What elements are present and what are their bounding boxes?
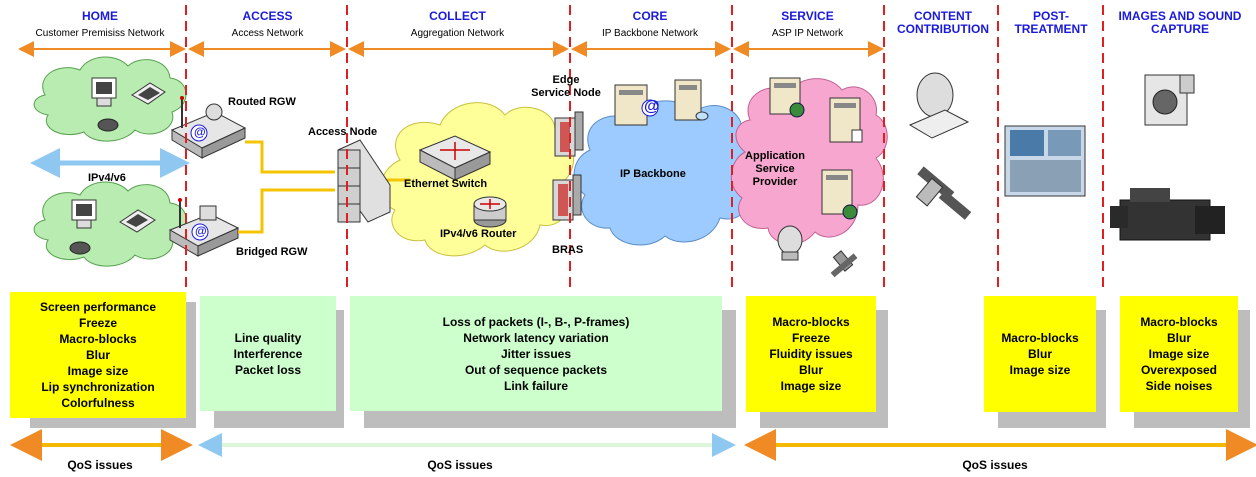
- segment-subtitle-collect: Aggregation Network: [410, 28, 505, 39]
- issue-list-access: Line quality Interference Packet loss: [234, 330, 303, 378]
- qos-label-network: QoS issues: [427, 458, 493, 472]
- label-routed-rgw: Routed RGW: [228, 96, 296, 108]
- issue-item: Macro-blocks: [1140, 315, 1218, 329]
- home-devices-top: [91, 77, 166, 132]
- issue-item: Out of sequence packets: [464, 362, 608, 377]
- issue-box-home: Screen performance Freeze Macro-blocks B…: [10, 292, 186, 418]
- issue-list-home: Screen performance Freeze Macro-blocks B…: [40, 299, 156, 411]
- ipv4v6-router-device: [473, 196, 507, 228]
- issue-item: Image size: [780, 379, 842, 393]
- issue-item: Image size: [67, 364, 129, 378]
- at-sign-core: @: [644, 98, 660, 115]
- issue-item: Packet loss: [234, 362, 302, 377]
- issue-box-capture: Macro-blocks Blur Image size Overexposed…: [1120, 296, 1238, 412]
- issue-item: Macro-blocks: [772, 315, 850, 329]
- service-satellite: [830, 250, 858, 278]
- issue-item: Freeze: [78, 316, 118, 330]
- issue-item: Link failure: [503, 378, 568, 393]
- core-server-2: [674, 79, 709, 121]
- issue-item: Jitter issues: [500, 346, 572, 361]
- label-ip-backbone: IP Backbone: [620, 168, 686, 180]
- issue-box-collect: Loss of packets (I-, B-, P-frames) Netwo…: [350, 296, 722, 411]
- label-application-service-provider: Application Service Provider: [745, 150, 805, 188]
- issue-box-service: Macro-blocks Freeze Fluidity issues Blur…: [746, 296, 876, 412]
- issue-item: Freeze: [791, 331, 830, 345]
- edge-service-node-device: [554, 111, 584, 157]
- issue-item: Interference: [233, 346, 303, 361]
- segment-title-collect: COLLECT: [429, 9, 486, 23]
- label-bras: BRAS: [552, 244, 584, 256]
- issue-item: Overexposed: [1140, 363, 1218, 377]
- issue-item: Blur: [1027, 347, 1052, 361]
- link-routed-to-access: [245, 140, 335, 174]
- issue-item: Colorfulness: [61, 396, 135, 410]
- segment-subtitle-core: IP Backbone Network: [602, 28, 698, 39]
- label-ipv4v6: IPv4/v6: [88, 172, 126, 184]
- core-server-1: [614, 84, 659, 126]
- segment-title-access: ACCESS: [242, 9, 293, 23]
- segment-subtitle-service: ASP IP Network: [771, 28, 844, 39]
- label-edge-service-node: Edge Service Node: [531, 74, 601, 99]
- contribution-satellite-icon: [915, 166, 972, 220]
- issue-list-service: Macro-blocks Freeze Fluidity issues Blur…: [769, 314, 852, 394]
- issue-list-post: Macro-blocks Blur Image size: [1001, 330, 1078, 378]
- segment-subtitle-home: Customer Premisiss Network: [35, 28, 165, 39]
- label-ipv4v6-router: IPv4/v6 Router: [440, 228, 517, 240]
- issue-item: Macro-blocks: [1001, 331, 1079, 345]
- issue-item: Blur: [798, 363, 823, 377]
- issue-item: Lip synchronization: [41, 380, 155, 394]
- label-bridged-rgw: Bridged RGW: [236, 246, 308, 258]
- service-dish: [777, 225, 803, 261]
- segment-title-home: HOME: [82, 9, 118, 23]
- service-server-2: [829, 97, 863, 143]
- label-access-node: Access Node: [308, 126, 378, 138]
- issue-item: Blur: [86, 348, 110, 362]
- contribution-dish-icon: [908, 72, 970, 139]
- issue-item: Network latency variation: [463, 330, 609, 345]
- camcorder-icon: [1144, 74, 1195, 126]
- pro-camera-icon: [1110, 188, 1225, 241]
- issue-item: Line quality: [234, 330, 302, 345]
- service-server-3: [821, 169, 858, 220]
- issue-item: Image size: [1009, 363, 1071, 377]
- segment-subtitle-access: Access Network: [231, 28, 304, 39]
- segment-title-post-treatment: POST- TREATMENT: [1014, 9, 1088, 36]
- issue-item: Loss of packets (I-, B-, P-frames): [442, 314, 630, 329]
- bras-device: [552, 174, 582, 221]
- ethernet-switch-device: [418, 135, 492, 181]
- home-cloud-bottom: [33, 181, 187, 267]
- issue-item: Blur: [1166, 331, 1191, 345]
- segment-title-service: SERVICE: [781, 9, 834, 23]
- routed-rgw-device: [170, 96, 247, 159]
- at-sign-bridged: @: [195, 224, 207, 238]
- qos-label-service: QoS issues: [962, 458, 1028, 472]
- issue-list-collect: Loss of packets (I-, B-, P-frames) Netwo…: [443, 314, 630, 394]
- issue-item: Screen performance: [39, 300, 157, 314]
- segment-title-content-contribution: CONTENT CONTRIBUTION: [897, 9, 989, 36]
- label-ethernet-switch: Ethernet Switch: [404, 178, 488, 190]
- home-devices-bottom: [69, 199, 156, 255]
- segment-title-core: CORE: [632, 9, 668, 23]
- issue-list-capture: Macro-blocks Blur Image size Overexposed…: [1140, 314, 1217, 394]
- issue-box-post: Macro-blocks Blur Image size: [984, 296, 1096, 412]
- issue-item: Image size: [1148, 347, 1210, 361]
- issue-box-access: Line quality Interference Packet loss: [200, 296, 336, 411]
- segment-title-capture: IMAGES AND SOUND CAPTURE: [1118, 9, 1242, 36]
- post-treatment-screen-icon: [1004, 125, 1086, 197]
- issue-item: Fluidity issues: [769, 347, 853, 361]
- at-sign-routed: @: [194, 125, 206, 139]
- link-bridged-to-access: [238, 188, 335, 234]
- access-node-device: [337, 139, 391, 223]
- issue-item: Side noises: [1145, 379, 1213, 393]
- qos-label-home: QoS issues: [67, 458, 133, 472]
- service-server-1: [769, 77, 805, 118]
- issue-item: Macro-blocks: [59, 332, 137, 346]
